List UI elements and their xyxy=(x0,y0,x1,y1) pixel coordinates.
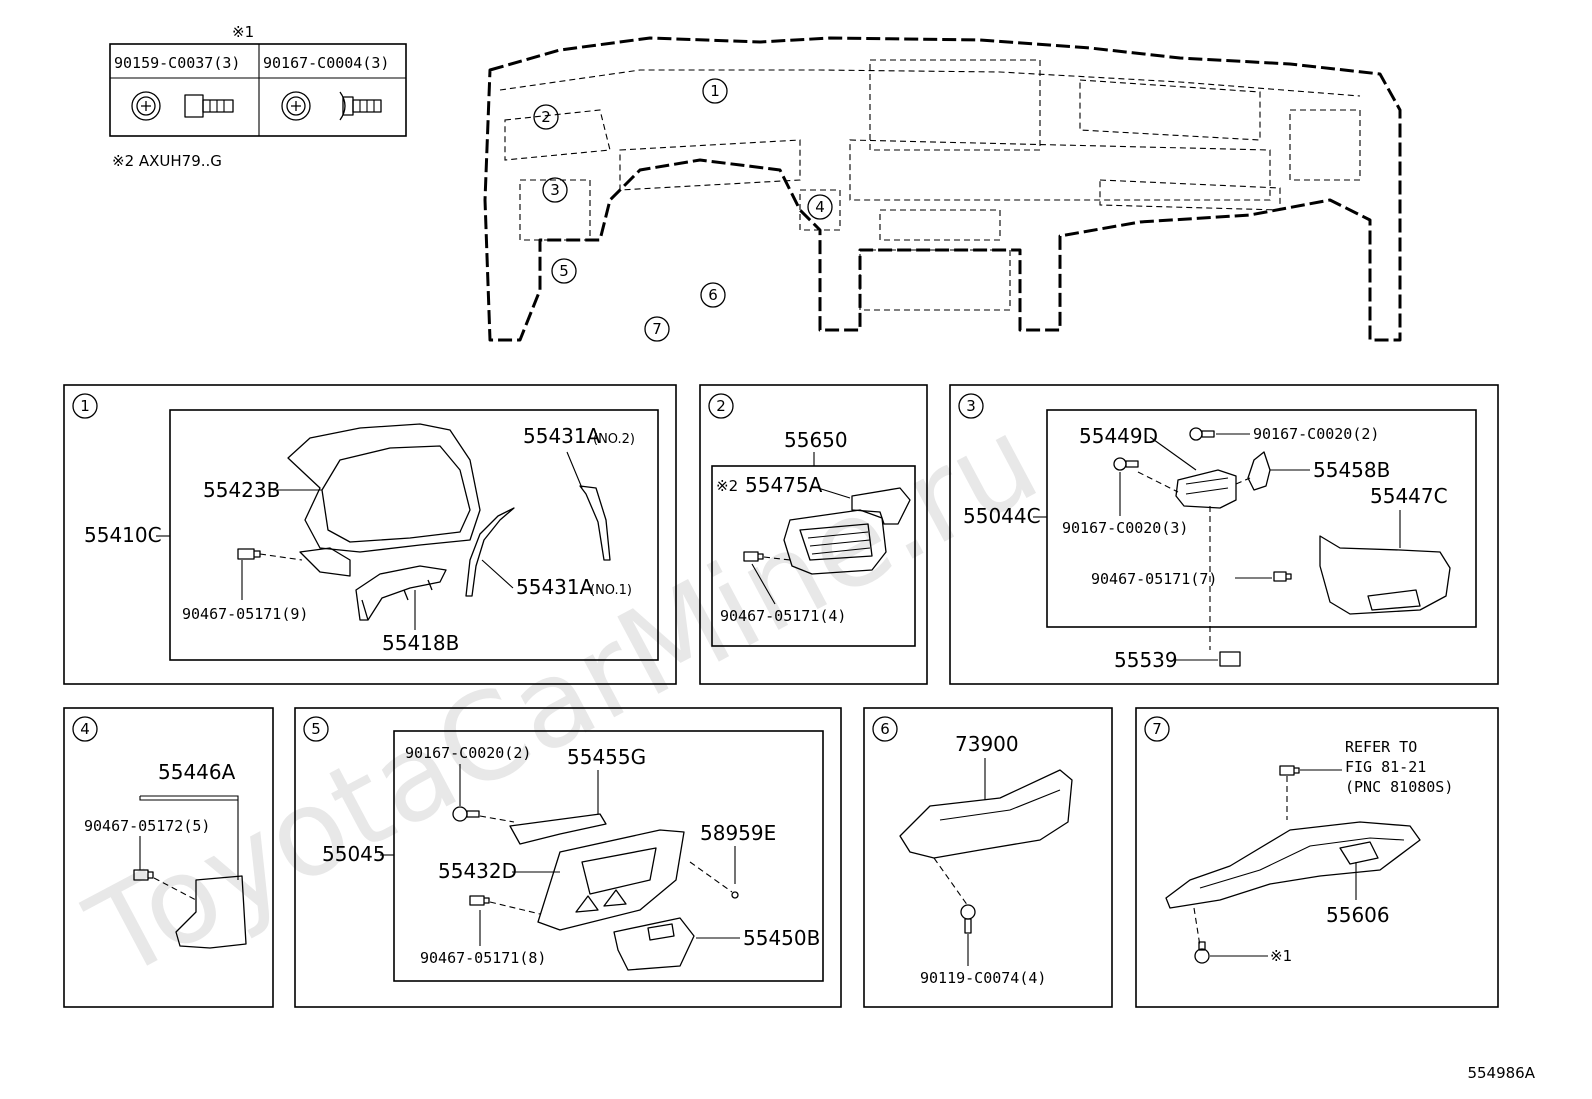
clip-90467-05171-8-label: 90467-05171(8) xyxy=(420,949,546,967)
part-55447C-label: 55447C xyxy=(1370,484,1448,508)
part-55449D-label: 55449D xyxy=(1079,424,1158,448)
overview-callout-2: 2 xyxy=(533,104,559,130)
panel-5-lower-finish-panel: 5 55045 90167-C0020(2) 55455G 58959E 554… xyxy=(294,707,842,1008)
overview-callout-3: 3 xyxy=(542,177,568,203)
flange-bolt-head-icon xyxy=(131,91,161,121)
panel-1-assembly-label: 55410C xyxy=(84,523,162,547)
flange-bolt-side-icon xyxy=(184,94,234,118)
svg-text:7: 7 xyxy=(652,320,662,338)
legend-bolt-a-label: 90159-C0037(3) xyxy=(114,54,240,72)
part-58959E-label: 58959E xyxy=(700,821,776,845)
dashboard-overview: 1 2 3 4 5 6 7 xyxy=(483,36,1402,342)
clip-icon xyxy=(469,895,490,906)
clip-90467-05171-7-label: 90467-05171(7) xyxy=(1091,570,1217,588)
part-55044C-label: 55044C xyxy=(963,504,1041,528)
screw-icon xyxy=(1189,427,1215,441)
washer-screw-head-icon xyxy=(281,91,311,121)
legend-mark-1: ※1 xyxy=(232,23,254,41)
bolt-icon xyxy=(1194,941,1210,964)
part-55650-label: 55650 xyxy=(784,428,848,452)
screw-90167-C0020-2-label: 90167-C0020(2) xyxy=(1253,425,1379,443)
clip-icon xyxy=(133,869,154,881)
screw-icon xyxy=(1113,457,1139,471)
panel-7-number: 7 xyxy=(1152,720,1162,738)
panel-1-number: 1 xyxy=(80,397,90,415)
panel-3-number: 3 xyxy=(966,397,976,415)
refer-note-line-3: (PNC 81080S) xyxy=(1345,778,1453,796)
panel-2-number: 2 xyxy=(716,397,726,415)
clip-icon xyxy=(743,551,764,562)
screw-90167-C0020-2-label-p5: 90167-C0020(2) xyxy=(405,744,531,762)
svg-text:4: 4 xyxy=(815,198,825,216)
part-55431A-no1-label: 55431A xyxy=(516,575,594,599)
figure-code: 554986A xyxy=(1467,1064,1535,1082)
overview-callout-6: 6 xyxy=(700,282,726,308)
panel-6-number: 6 xyxy=(880,720,890,738)
panel-3-lower-panel: 3 55044C 55449D 90167-C0020(2) 55458B 90… xyxy=(949,384,1499,685)
panel-4-number: 4 xyxy=(80,720,90,738)
svg-text:5: 5 xyxy=(559,262,569,280)
bolt-icon xyxy=(960,904,976,934)
screw-90167-C0020-3-label: 90167-C0020(3) xyxy=(1062,519,1188,537)
part-73900-label: 73900 xyxy=(955,732,1019,756)
legend-note-2: ※2 AXUH79..G xyxy=(112,152,222,170)
part-55475A-label: 55475A xyxy=(745,473,823,497)
panel-1-instrument-cluster: 1 55410C 55423B 55431A (NO.2) 55431A (NO… xyxy=(63,384,677,685)
clip-icon xyxy=(1279,765,1300,776)
panel-4-side-cover: 4 55446A 90467-05172(5) xyxy=(63,707,274,1008)
overview-callout-7: 7 xyxy=(644,316,670,342)
panel-2-vent-register: 2 55650 ※2 55475A 90467-05171(4) xyxy=(699,384,928,685)
pin-icon xyxy=(731,891,739,899)
part-55045-label: 55045 xyxy=(322,842,386,866)
svg-text:6: 6 xyxy=(708,286,718,304)
part-55432D-label: 55432D xyxy=(438,859,517,883)
panel-7-lower-reinforcement: 7 REFER TO FIG 81-21 (PNC 81080S) 55606 … xyxy=(1135,707,1499,1008)
part-55446A-label: 55446A xyxy=(158,760,236,784)
svg-text:2: 2 xyxy=(541,108,551,126)
clip-90467-05171-4-label: 90467-05171(4) xyxy=(720,607,846,625)
part-55418B-label: 55418B xyxy=(382,631,459,655)
washer-screw-side-icon xyxy=(339,91,382,121)
svg-text:1: 1 xyxy=(710,82,720,100)
mark-1-ref: ※1 xyxy=(1270,947,1292,965)
clip-90467-05172-5-label: 90467-05172(5) xyxy=(84,817,210,835)
part-55431A-no2-note: (NO.2) xyxy=(593,432,635,447)
part-55431A-no2-label: 55431A xyxy=(523,424,601,448)
part-55450B-label: 55450B xyxy=(743,926,820,950)
part-55455G-label: 55455G xyxy=(567,745,646,769)
switch-plug-icon xyxy=(1219,651,1241,667)
bolt-90119-C0074-4-label: 90119-C0074(4) xyxy=(920,969,1046,987)
clip-90467-05171-9-label: 90467-05171(9) xyxy=(182,605,308,623)
svg-text:3: 3 xyxy=(550,181,560,199)
part-55606-label: 55606 xyxy=(1326,903,1390,927)
legend-frame xyxy=(109,43,407,137)
part-55431A-no1-note: (NO.1) xyxy=(590,583,632,598)
clip-icon xyxy=(237,548,261,560)
fastener-legend: ※1 90159-C0037(3) 90167-C0004(3) xyxy=(109,23,407,170)
clip-icon xyxy=(1273,571,1292,582)
refer-note-line-1: REFER TO xyxy=(1345,738,1417,756)
part-55423B-label: 55423B xyxy=(203,478,280,502)
part-55458B-label: 55458B xyxy=(1313,458,1390,482)
overview-callout-1: 1 xyxy=(702,78,728,104)
refer-note-line-2: FIG 81-21 xyxy=(1345,758,1426,776)
part-55475A-mark: ※2 xyxy=(716,477,738,495)
overview-callout-4: 4 xyxy=(807,194,833,220)
panel-6-reinforcement: 6 73900 90119-C0074(4) xyxy=(863,707,1113,1008)
part-55539-label: 55539 xyxy=(1114,648,1178,672)
panel-5-number: 5 xyxy=(311,720,321,738)
legend-bolt-b-label: 90167-C0004(3) xyxy=(263,54,389,72)
screw-icon xyxy=(452,806,480,822)
overview-callout-5: 5 xyxy=(551,258,577,284)
